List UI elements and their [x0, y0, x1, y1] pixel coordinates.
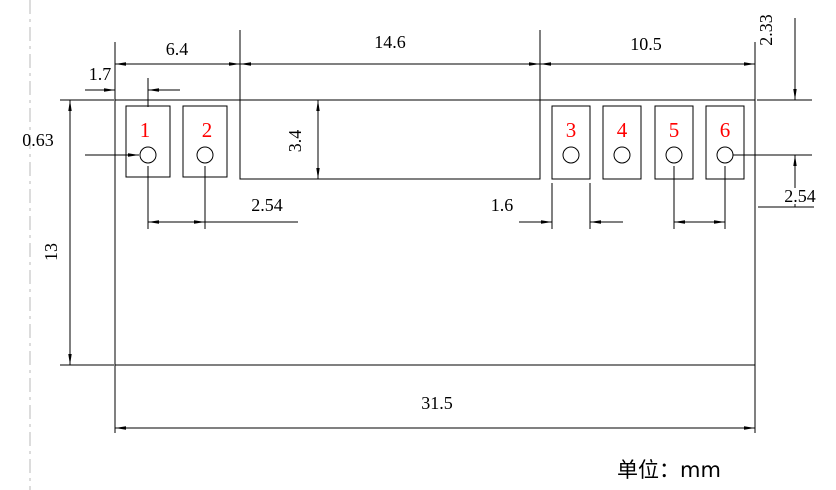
pads: 1 2 3 4 5 6: [125, 105, 745, 180]
dim-label-10-5: 10.5: [630, 34, 662, 54]
dim-3-4: 3.4: [285, 100, 320, 179]
dim-label-1-7: 1.7: [89, 64, 112, 84]
dim-2-54-left: 2.54: [147, 166, 298, 229]
pad-5-hole: [665, 146, 683, 164]
unit-label: 单位：mm: [617, 458, 721, 482]
dim-top-row: 6.4 14.6 10.5: [114, 30, 756, 100]
dim-right-vertical: 2.33 2.54: [733, 14, 828, 208]
dim-31-5: 31.5: [114, 365, 756, 433]
dim-1-6: 1.6: [491, 183, 623, 229]
pad-6-number: 6: [720, 118, 731, 142]
dim-right-pitch: [673, 166, 726, 229]
middle-body-rect: [239, 99, 541, 180]
dim-1-7: 1.7: [85, 64, 180, 107]
label-mask: [772, 188, 828, 204]
pad-3-number: 3: [566, 118, 577, 142]
pad-1-number: 1: [140, 118, 151, 142]
pad-1-hole: [139, 146, 157, 164]
dim-label-13: 13: [41, 243, 61, 261]
dim-label-6-4: 6.4: [166, 39, 189, 59]
pad-3-rect: [551, 105, 591, 180]
dim-label-0-63: 0.63: [22, 130, 54, 150]
board-outline: [114, 99, 756, 366]
dim-label-3-4: 3.4: [285, 130, 305, 153]
dim-label-1-6: 1.6: [491, 195, 514, 215]
dim-13: 13: [41, 99, 114, 366]
pad-2-number: 2: [202, 118, 213, 142]
dim-label-14-6: 14.6: [374, 32, 406, 52]
pad-4-hole: [613, 146, 631, 164]
dim-0-63: 0.63: [22, 130, 139, 157]
dim-label-2-33: 2.33: [756, 14, 776, 46]
pad-3-hole: [562, 146, 580, 164]
dim-label-2-54-left: 2.54: [251, 195, 283, 215]
pad-4-number: 4: [617, 118, 628, 142]
pad-4-rect: [602, 105, 642, 180]
dim-label-31-5: 31.5: [421, 393, 453, 413]
pad-3: 3: [551, 105, 591, 180]
pad-4: 4: [602, 105, 642, 180]
pad-2-hole: [196, 146, 214, 164]
dim-label-2-54-right: 2.54: [784, 186, 816, 206]
pad-5-number: 5: [669, 118, 680, 142]
pad-6-hole: [716, 146, 734, 164]
